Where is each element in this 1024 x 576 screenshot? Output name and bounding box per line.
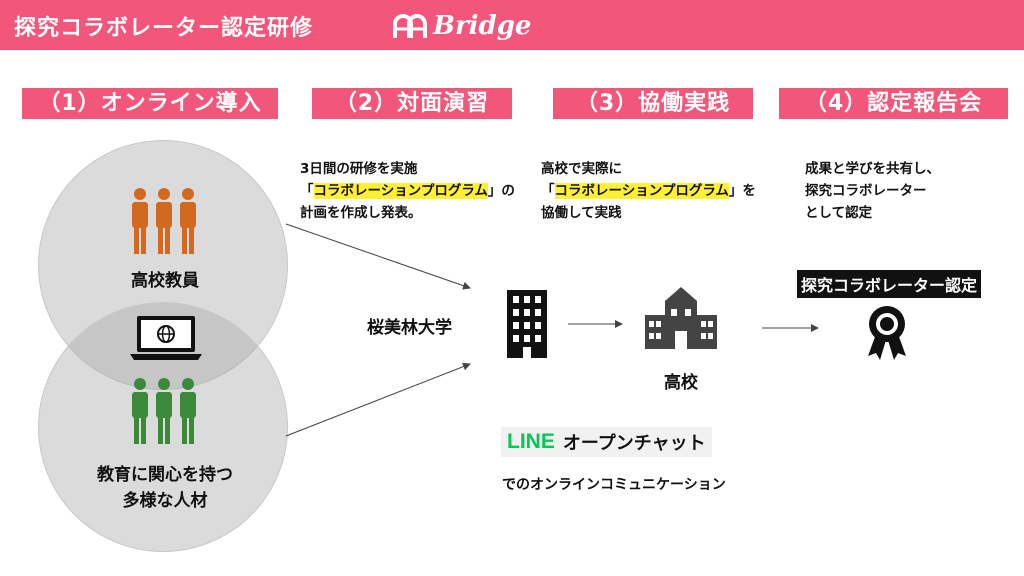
line-brand-text: LINE [507, 430, 555, 453]
step-4-desc-line-1: 成果と学びを共有し、 [805, 161, 940, 177]
step-2-banner: （2）対面演習 [312, 88, 512, 119]
step-2-description: 3日間の研修を実施 「コラボレーションプログラム」の 計画を作成し発表。 [300, 158, 515, 224]
highlight-program: コラボレーションプログラム [554, 183, 729, 199]
people-label-line-1: 教育に関心を持つ [97, 465, 233, 485]
people-label-line-2: 多様な人材 [122, 491, 208, 511]
laptop-globe-icon [130, 316, 202, 360]
bracket-close: 」の [487, 183, 515, 199]
step-3-desc-line-1: 高校で実際に [541, 161, 622, 177]
people-label: 教育に関心を持つ 多様な人材 [60, 462, 270, 514]
bridge-logo-icon [393, 14, 427, 38]
step-4-desc-line-2: 探究コラボレーター [805, 183, 927, 199]
school-building-icon [645, 287, 717, 349]
people-group-icon [132, 378, 196, 444]
step-4-desc-line-3: として認定 [805, 205, 873, 221]
step-2-desc-line-2: 「コラボレーションプログラム」の [300, 180, 515, 202]
arrow-people-to-university [285, 362, 471, 437]
step-1-banner: （1）オンライン導入 [22, 88, 278, 119]
header-bar: 探究コラボレーター認定研修 Bridge [0, 0, 1024, 50]
bridge-logo-text: Bridge [433, 11, 532, 41]
high-school-label: 高校 [664, 373, 698, 393]
highlight-program: コラボレーションプログラム [313, 183, 488, 199]
step-3-desc-line-2: 「コラボレーションプログラム」を [541, 180, 756, 202]
step-3-desc-line-3: 協働して実践 [541, 205, 622, 221]
openchat-text: オープンチャット [562, 433, 706, 454]
award-ribbon-icon [868, 306, 906, 360]
step-2-desc-line-3: 計画を作成し発表。 [300, 205, 422, 221]
step-2-desc-line-1: 3日間の研修を実施 [300, 161, 418, 177]
university-label: 桜美林大学 [367, 318, 452, 338]
office-building-icon [507, 290, 547, 358]
line-openchat-banner: LINE オープンチャット [501, 427, 712, 457]
step-4-banner: （4）認定報告会 [779, 88, 1008, 119]
bracket-open: 「 [541, 183, 555, 199]
teachers-group-icon [132, 188, 196, 254]
step-4-description: 成果と学びを共有し、 探究コラボレーター として認定 [805, 158, 940, 224]
bracket-open: 「 [300, 183, 314, 199]
step-3-banner: （3）協働実践 [553, 88, 753, 119]
bracket-close: 」を [728, 183, 756, 199]
arrow-teachers-to-university [285, 223, 471, 290]
page-title: 探究コラボレーター認定研修 [14, 16, 314, 41]
teachers-label: 高校教員 [131, 271, 199, 291]
line-subtitle: でのオンラインコミュニケーション [502, 477, 726, 493]
step-3-description: 高校で実際に 「コラボレーションプログラム」を 協働して実践 [541, 158, 756, 224]
bridge-logo: Bridge [393, 8, 531, 44]
certification-badge: 探究コラボレーター認定 [797, 270, 982, 298]
